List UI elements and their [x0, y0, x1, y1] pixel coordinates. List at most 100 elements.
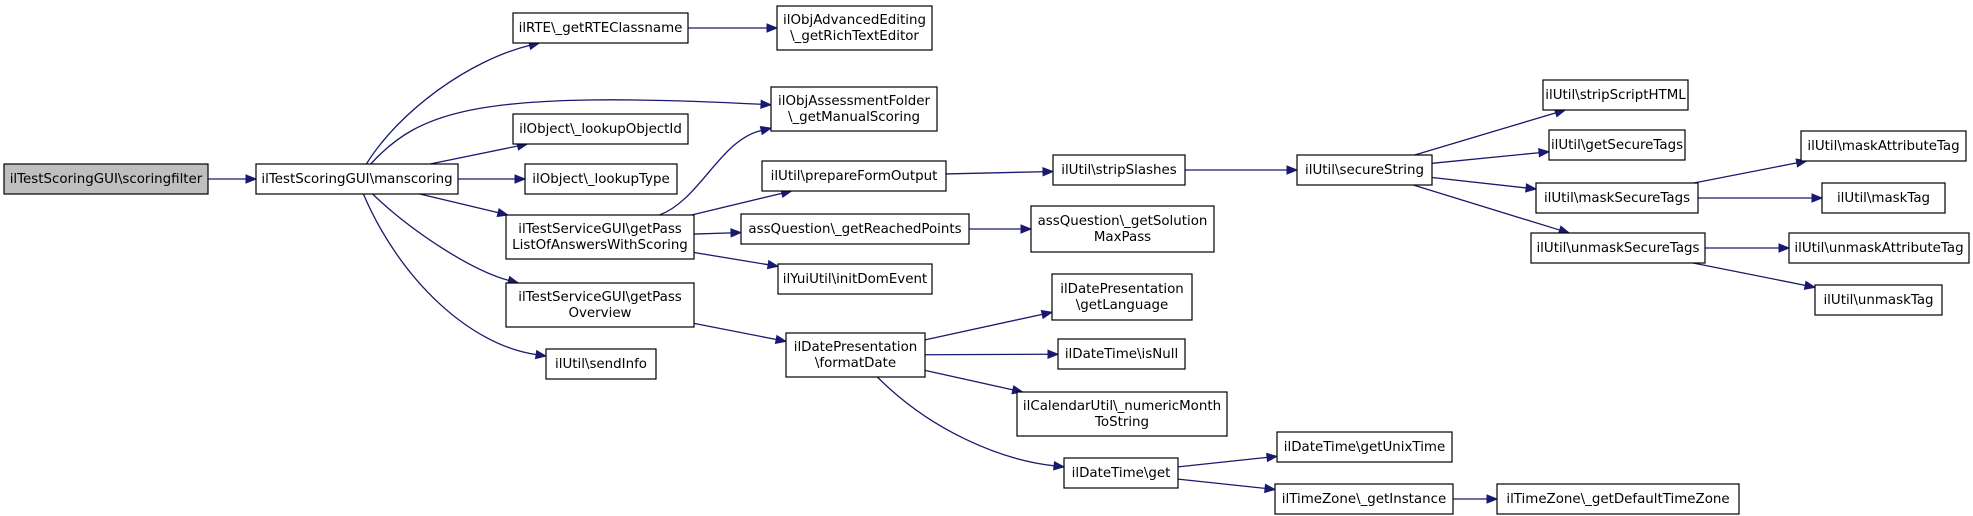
edge-manscoring-to-get-rteclassname: [365, 40, 541, 165]
edge-secure-string-to-mask-secure-tags: [1431, 176, 1538, 193]
node-box: [1051, 273, 1193, 321]
node-manscoring[interactable]: ilTestScoringGUI\manscoring: [255, 163, 459, 195]
node-box: [777, 263, 933, 295]
edge-line: [1431, 176, 1527, 189]
arrowhead-icon: [1264, 483, 1277, 494]
edge-get-pass-list-of-answers-to-get-reached-points: [693, 228, 743, 238]
node-get-secure-tags[interactable]: ilUtil\getSecureTags: [1548, 129, 1686, 161]
node-label: ilUtil\getSecureTags: [1551, 138, 1683, 153]
node-box: [505, 282, 695, 328]
arrowhead-icon: [759, 125, 773, 136]
node-secure-string[interactable]: ilUtil\secureString: [1296, 154, 1433, 186]
edge-secure-string-to-strip-script-html: [1414, 108, 1567, 156]
node-label: ilUtil\unmaskAttributeTag: [1794, 241, 1963, 256]
edge-line: [876, 376, 1055, 467]
node-unmask-attribute-tag[interactable]: ilUtil\unmaskAttributeTag: [1788, 232, 1970, 264]
arrowhead-icon: [774, 334, 788, 345]
node-label: ilUtil\maskSecureTags: [1544, 191, 1690, 206]
node-scoringfilter[interactable]: ilTestScoringGUI\scoringfilter: [3, 163, 209, 195]
node-mask-secure-tags[interactable]: ilUtil\maskSecureTags: [1535, 182, 1699, 214]
arrowhead-icon: [1266, 452, 1279, 463]
node-send-info[interactable]: ilUtil\sendInfo: [545, 348, 657, 380]
node-unmask-secure-tags[interactable]: ilUtil\unmaskSecureTags: [1530, 232, 1706, 264]
node-box: [1296, 154, 1433, 186]
node-box: [1052, 154, 1186, 186]
node-get-rteclassname[interactable]: ilRTE\_getRTEClassname: [512, 12, 689, 44]
node-get-manual-scoring[interactable]: ilObjAssessmentFolder\_getManualScoring: [770, 86, 938, 132]
node-label: ilDateTime\getUnixTime: [1284, 440, 1445, 455]
edge-scoringfilter-to-manscoring: [208, 174, 258, 184]
arrowhead-icon: [514, 174, 527, 184]
node-label: ilObjAdvancedEditing: [783, 13, 926, 28]
node-label: \formatDate: [815, 356, 896, 371]
edge-unmask-secure-tags-to-unmask-attribute-tag: [1705, 243, 1791, 253]
node-label: \_getRichTextEditor: [790, 29, 919, 44]
node-lookup-type[interactable]: ilObject\_lookupType: [524, 163, 678, 195]
arrowhead-icon: [1778, 243, 1791, 253]
node-label: ilUtil\maskAttributeTag: [1807, 139, 1959, 154]
node-box: [1276, 431, 1453, 463]
node-get-reached-points[interactable]: assQuestion\_getReachedPoints: [740, 213, 970, 245]
node-mask-tag[interactable]: ilUtil\maskTag: [1821, 182, 1946, 214]
edge-mask-secure-tags-to-mask-tag: [1698, 193, 1824, 203]
node-box: [1530, 232, 1706, 264]
node-label: ilObject\_lookupType: [532, 172, 669, 187]
edge-line: [370, 99, 762, 165]
node-box: [785, 332, 926, 378]
edge-format-date-to-is-null: [924, 349, 1060, 360]
edge-manscoring-to-get-manual-scoring: [370, 99, 773, 165]
arrowhead-icon: [1040, 309, 1054, 320]
edge-unmask-secure-tags-to-unmask-tag: [1693, 262, 1817, 290]
node-label: ilUtil\stripScriptHTML: [1545, 88, 1686, 103]
node-strip-slashes[interactable]: ilUtil\stripSlashes: [1052, 154, 1186, 186]
node-get-unix-time[interactable]: ilDateTime\getUnixTime: [1276, 431, 1453, 463]
edge-line: [1693, 162, 1797, 184]
node-mask-attribute-tag[interactable]: ilUtil\maskAttributeTag: [1800, 130, 1967, 162]
node-label: Overview: [568, 306, 631, 321]
arrowhead-icon: [1042, 166, 1055, 177]
edge-line: [924, 369, 1014, 391]
node-label: ilTestScoringGUI\manscoring: [261, 172, 452, 187]
node-get-language[interactable]: ilDatePresentation\getLanguage: [1051, 273, 1193, 321]
node-prepare-form-output[interactable]: ilUtil\prepareFormOutput: [761, 160, 947, 192]
node-label: ilRTE\_getRTEClassname: [519, 21, 683, 36]
node-box: [1548, 129, 1686, 161]
node-strip-script-html[interactable]: ilUtil\stripScriptHTML: [1542, 79, 1689, 111]
edge-prepare-form-output-to-strip-slashes: [945, 166, 1055, 177]
node-box: [1535, 182, 1699, 214]
node-get-default-time-zone[interactable]: ilTimeZone\_getDefaultTimeZone: [1496, 483, 1740, 515]
node-box: [776, 5, 933, 51]
edge-line: [365, 44, 530, 165]
node-label: ilObject\_lookupObjectId: [519, 122, 682, 137]
node-get-rich-text-editor[interactable]: ilObjAdvancedEditing\_getRichTextEditor: [776, 5, 933, 51]
node-box: [1496, 483, 1740, 515]
arrowhead-icon: [534, 349, 548, 360]
node-format-date[interactable]: ilDatePresentation\formatDate: [785, 332, 926, 378]
node-get-pass-list-of-answers[interactable]: ilTestServiceGUI\getPassListOfAnswersWit…: [505, 214, 695, 260]
node-is-null[interactable]: ilDateTime\isNull: [1057, 338, 1186, 370]
edge-dt-get-to-get-unix-time: [1177, 452, 1279, 468]
node-init-dom-event[interactable]: ilYuiUtil\initDomEvent: [777, 263, 933, 295]
node-tz-get-instance[interactable]: ilTimeZone\_getInstance: [1274, 483, 1454, 515]
node-box: [1274, 483, 1454, 515]
edge-line: [1414, 112, 1556, 156]
node-label: ilDateTime\get: [1072, 466, 1171, 481]
node-label: ilUtil\prepareFormOutput: [771, 169, 938, 184]
edge-get-reached-points-to-get-solution-max-pass: [969, 224, 1033, 234]
edge-get-pass-list-of-answers-to-get-manual-scoring: [659, 125, 773, 216]
node-unmask-tag[interactable]: ilUtil\unmaskTag: [1814, 284, 1943, 316]
node-lookup-object-id[interactable]: ilObject\_lookupObjectId: [512, 113, 689, 145]
edge-line: [924, 313, 1043, 341]
node-label: assQuestion\_getReachedPoints: [748, 222, 961, 237]
edge-manscoring-to-lookup-type: [458, 174, 527, 184]
arrowhead-icon: [1020, 224, 1033, 234]
node-label: ilDatePresentation: [1060, 282, 1184, 297]
node-label: MaxPass: [1094, 230, 1151, 245]
node-label: ilTimeZone\_getDefaultTimeZone: [1506, 492, 1729, 507]
node-dt-get[interactable]: ilDateTime\get: [1063, 457, 1179, 489]
node-label: ilTestServiceGUI\getPass: [518, 222, 682, 237]
edge-manscoring-to-get-pass-list-of-answers: [419, 193, 510, 218]
